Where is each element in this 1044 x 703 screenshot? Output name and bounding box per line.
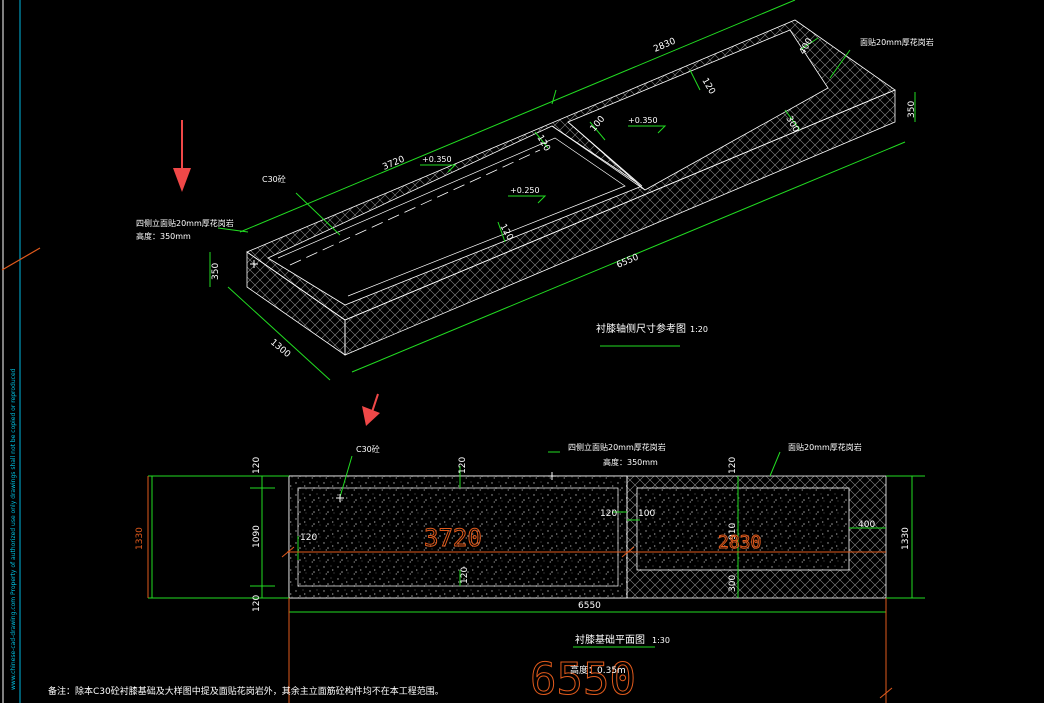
crosshair-mark-2 [548,472,556,480]
plan-label-c30: C30砼 [356,444,380,454]
plan-big-6550: 6550 [530,654,636,703]
bottom-note: 备注：除本C30砼衬膝基础及大样图中提及面贴花岗岩外，其余主立面筋砼构件均不在本… [48,685,444,697]
plan-title: 衬膝基础平面图 [575,633,645,646]
iso-divider [551,125,646,191]
isometric-view: 2830 3720 6550 1300 350 350 400 120 120 … [136,0,934,381]
iso-dim-top: 2830 [652,37,677,55]
plan-scale: 1:30 [652,636,670,645]
plan-dim-1330-right: 1330 [901,527,911,550]
plan-big-3720: 3720 [424,524,482,552]
plan-dim-120-right-top: 120 [728,457,738,474]
plan-right-well [636,487,850,571]
iso-divider-2 [567,121,643,187]
iso-label-side-2: 高度：350mm [136,231,191,241]
iso-dim-6550: 6550 [615,253,640,271]
iso-dim-350-left: 350 [211,263,221,280]
iso-elev-left: +0.350 [422,155,452,164]
iso-dim-3720: 3720 [381,155,406,173]
plan-dim-1330-left: 1330 [135,527,145,550]
plan-dim-120-top: 120 [252,457,262,474]
iso-title: 衬膝轴侧尺寸参考图 [596,322,686,335]
iso-step-left [277,137,626,297]
plan-dim-400: 400 [858,520,875,530]
plan-big-2830: 2830 [718,532,761,553]
frame-orange-mark [1,247,41,271]
plan-dim-300: 300 [728,575,738,592]
plan-dim-120-inner-mid: 120 [600,509,617,519]
red-arrow-plan [362,393,380,426]
plan-height-note: 高度：0.35m [570,664,626,676]
iso-right-well [567,29,829,191]
plan-dim-120-bottom: 120 [252,595,262,612]
side-strip-text: www.chinese-cad-drawing.com Property of … [10,368,17,690]
plan-dim-120-inner-top: 120 [458,457,468,474]
plan-dim-120-inner-bottom: 120 [460,567,470,584]
plan-label-side-2: 高度：350mm [603,457,658,467]
iso-label-side-1: 四侧立面贴20mm厚花岗岩 [136,218,234,228]
red-arrow-iso [173,120,191,192]
plan-label-top: 面贴20mm厚花岗岩 [788,442,862,452]
iso-dim-350-right: 350 [907,101,917,118]
iso-scale: 1:20 [690,325,708,334]
iso-elev-center: +0.250 [510,186,540,195]
plan-dim-120-inner-left: 120 [300,533,317,543]
iso-label-top: 面贴20mm厚花岗岩 [860,37,934,47]
plan-dim-1090: 1090 [252,525,262,548]
crosshair-mark-iso [250,260,258,268]
plan-left-well [288,475,628,599]
plan-view: 1330 1330 1090 120 120 120 120 120 120 1… [135,260,925,703]
plan-label-side-1: 四侧立面贴20mm厚花岗岩 [568,442,666,452]
iso-dashed-line [289,149,541,266]
plan-dim-6550: 6550 [578,601,601,611]
iso-dim-1300: 1300 [268,338,292,361]
plan-dim-910: 910 [728,523,738,540]
iso-label-c30: C30砼 [262,174,286,184]
plan-dim-100: 100 [638,509,655,519]
iso-elev-right: +0.350 [628,116,658,125]
crosshair-mark [336,494,344,502]
